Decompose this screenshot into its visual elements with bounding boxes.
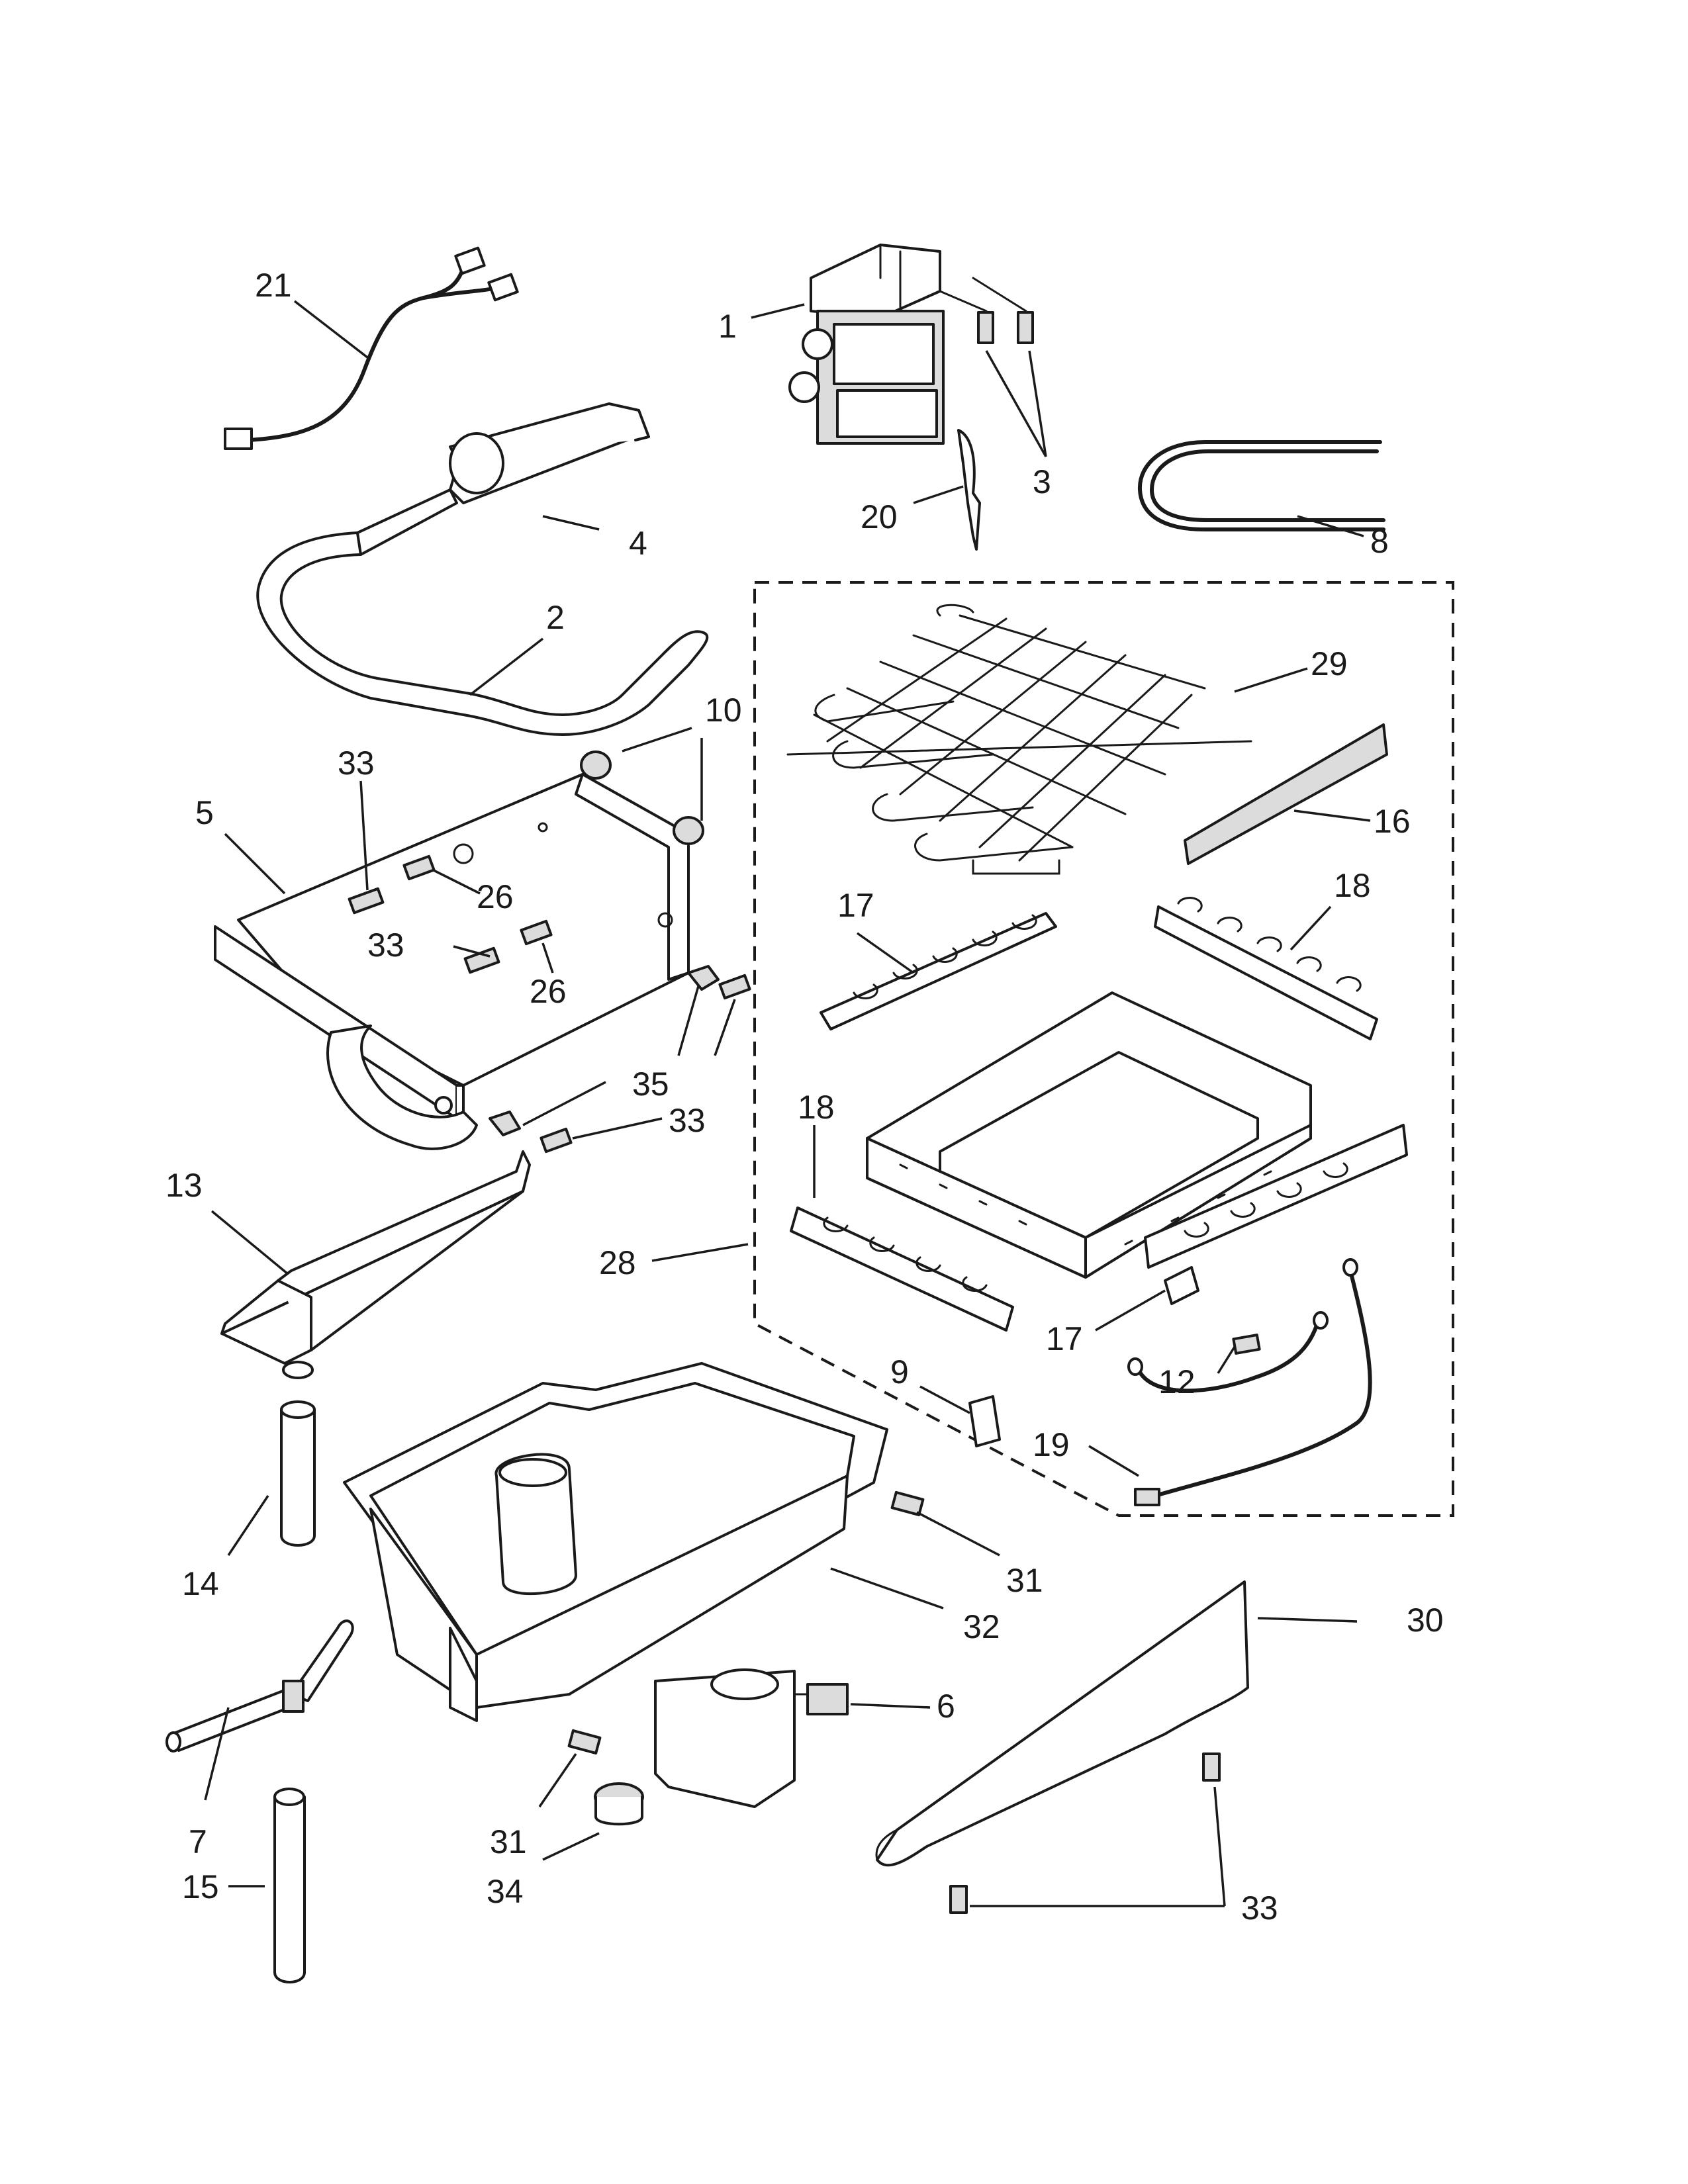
screws-part-31 — [567, 1490, 925, 1755]
callout-15: 15 — [182, 1868, 219, 1905]
heater-part-4 — [449, 402, 650, 504]
callout-10: 10 — [705, 692, 742, 729]
ice-mold-frame — [866, 991, 1312, 1279]
callout-12: 12 — [1158, 1363, 1196, 1400]
callout-19: 19 — [1033, 1426, 1070, 1463]
callout-18-a: 18 — [1334, 867, 1371, 904]
callout-31-b: 31 — [490, 1823, 527, 1860]
callout-20: 20 — [861, 498, 898, 535]
ice-bin-part-32 — [343, 1362, 888, 1722]
callout-33-b: 33 — [367, 927, 404, 964]
callout-29: 29 — [1311, 645, 1348, 682]
motor-part-6 — [654, 1668, 849, 1808]
rail-part-17-lower — [1144, 1124, 1408, 1305]
rail-part-18-lower — [790, 1206, 1014, 1332]
tube-part-14 — [280, 1400, 316, 1547]
callout-1: 1 — [718, 308, 737, 345]
callout-31-a: 31 — [1006, 1562, 1043, 1599]
wire-harness-part-21 — [224, 246, 519, 450]
callout-32: 32 — [963, 1608, 1000, 1645]
callout-33-c: 33 — [669, 1102, 706, 1139]
nut-part-34 — [594, 1782, 644, 1826]
rail-part-17-upper — [820, 912, 1057, 1030]
coupling-part-7 — [165, 1619, 354, 1752]
grommets-part-10 — [580, 751, 704, 845]
ground-wire-part-19 — [1127, 1258, 1372, 1506]
callout-35: 35 — [632, 1066, 669, 1103]
callout-9: 9 — [890, 1353, 909, 1390]
assembly-boundary-part-28 — [753, 581, 1454, 1517]
callout-7: 7 — [189, 1823, 207, 1860]
callout-34: 34 — [487, 1873, 524, 1910]
callout-18-b: 18 — [798, 1089, 835, 1126]
screw-part-12 — [1232, 1334, 1261, 1355]
cover-panel-part-30 — [875, 1580, 1249, 1914]
callout-30: 30 — [1407, 1602, 1444, 1639]
callout-labels: 21 1 3 20 4 8 2 29 10 33 5 26 16 33 26 1… — [165, 267, 1444, 1927]
screws-part-3 — [939, 277, 1034, 344]
callout-17-b: 17 — [1046, 1320, 1083, 1357]
clip-part-20 — [957, 429, 981, 551]
clips-part-35 — [489, 965, 720, 1136]
callout-26-b: 26 — [530, 973, 567, 1010]
fill-tube-part-2 — [256, 488, 709, 736]
bracket-part-9 — [968, 1395, 1001, 1447]
callout-13: 13 — [165, 1167, 203, 1204]
leader-lines — [204, 300, 1371, 1907]
callout-3: 3 — [1033, 463, 1051, 500]
callout-17-a: 17 — [837, 887, 874, 924]
callout-8: 8 — [1370, 523, 1389, 560]
u-tube-part-8 — [1137, 440, 1385, 531]
callout-4: 4 — [629, 525, 647, 562]
callout-26-a: 26 — [477, 878, 514, 915]
callout-33-a: 33 — [338, 745, 375, 782]
tube-part-15 — [273, 1788, 306, 1983]
ice-chute-part-13 — [220, 1150, 531, 1379]
strip-part-16 — [1184, 723, 1388, 865]
evaporator-grid-part-29 — [786, 604, 1252, 875]
ice-maker-module-part-1 — [788, 244, 945, 445]
callout-6: 6 — [937, 1688, 955, 1725]
callout-28: 28 — [599, 1244, 636, 1281]
callout-5: 5 — [195, 794, 214, 831]
rail-part-18-upper — [1154, 897, 1378, 1040]
callout-14: 14 — [182, 1565, 219, 1602]
screws-part-33-26-left — [348, 854, 751, 1154]
callout-21: 21 — [255, 267, 292, 304]
callout-2: 2 — [546, 599, 565, 636]
callout-16: 16 — [1374, 803, 1411, 840]
callout-33-d: 33 — [1241, 1889, 1278, 1927]
mounting-bracket-part-5 — [214, 773, 690, 1150]
